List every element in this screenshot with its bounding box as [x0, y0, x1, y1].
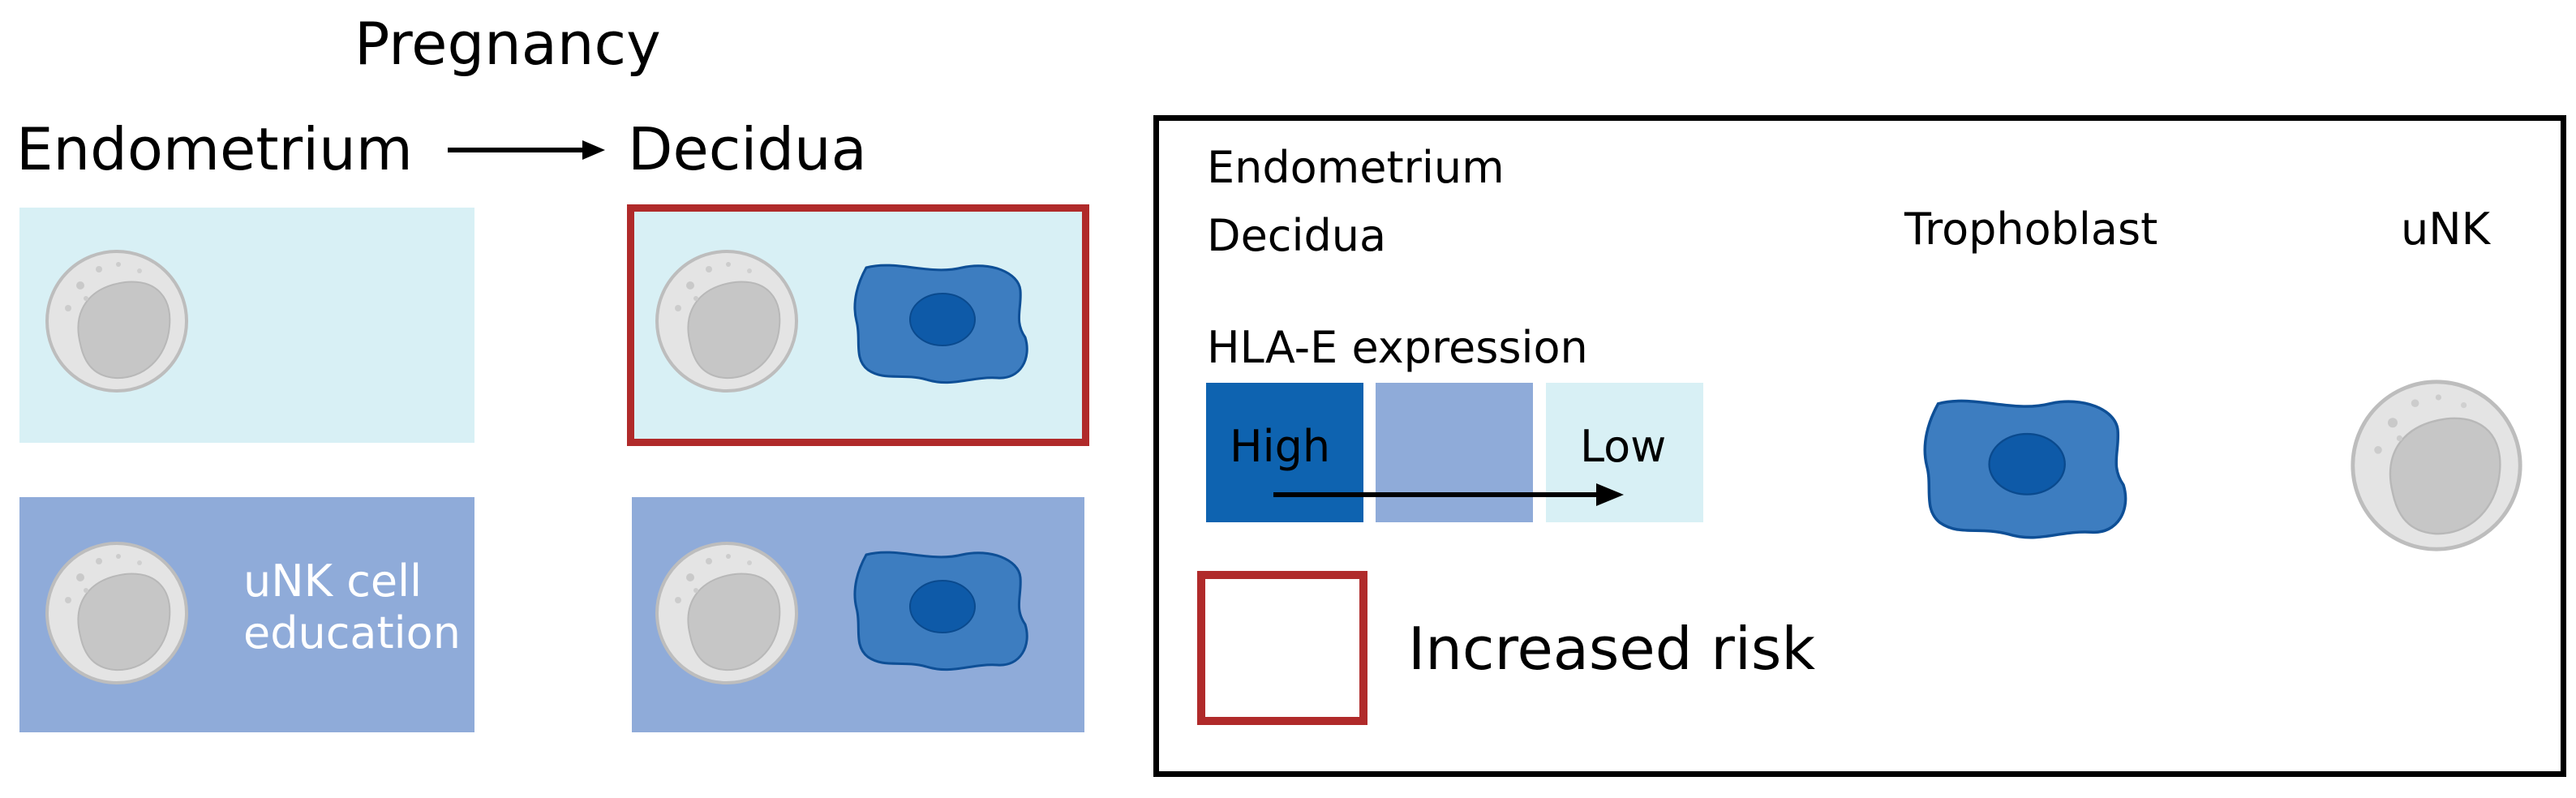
- unk-cell-icon: [45, 542, 188, 684]
- trophoblast-cell-icon: [853, 264, 1028, 384]
- hla-low-swatch: [1546, 383, 1703, 522]
- legend-unk-label: uNK: [2401, 204, 2491, 255]
- unk-cell-icon: [655, 542, 798, 684]
- hla-high-swatch: [1206, 383, 1363, 522]
- hla-gradient-arrow: [1273, 483, 1624, 506]
- increased-risk-label: Increased risk: [1408, 615, 1816, 683]
- decidua-label: Decidua: [628, 115, 867, 183]
- pregnancy-arrow: [448, 140, 605, 160]
- legend-decidua-label: Decidua: [1207, 210, 1387, 261]
- trophoblast-cell-icon: [853, 551, 1028, 671]
- pregnancy-label: Pregnancy: [354, 10, 661, 78]
- increased-risk-swatch: [1197, 571, 1367, 725]
- unk-cell-icon: [2351, 380, 2522, 551]
- unk-cell-icon: [45, 250, 188, 393]
- unk-cell-icon: [655, 250, 798, 393]
- hla-high-label: High: [1230, 421, 1331, 472]
- trophoblast-cell-icon: [1923, 399, 2127, 539]
- hla-low-label: Low: [1580, 421, 1667, 472]
- education-label-line2: education: [243, 607, 461, 659]
- endometrium-label: Endometrium: [16, 115, 413, 183]
- legend-trophoblast-label: Trophoblast: [1904, 204, 2158, 255]
- legend-box: [1153, 115, 2566, 777]
- legend-hla-e-label: HLA-E expression: [1207, 322, 1588, 373]
- legend-endometrium-label: Endometrium: [1207, 142, 1505, 193]
- hla-mid-swatch: [1376, 383, 1533, 522]
- education-label-line1: uNK cell: [243, 556, 423, 607]
